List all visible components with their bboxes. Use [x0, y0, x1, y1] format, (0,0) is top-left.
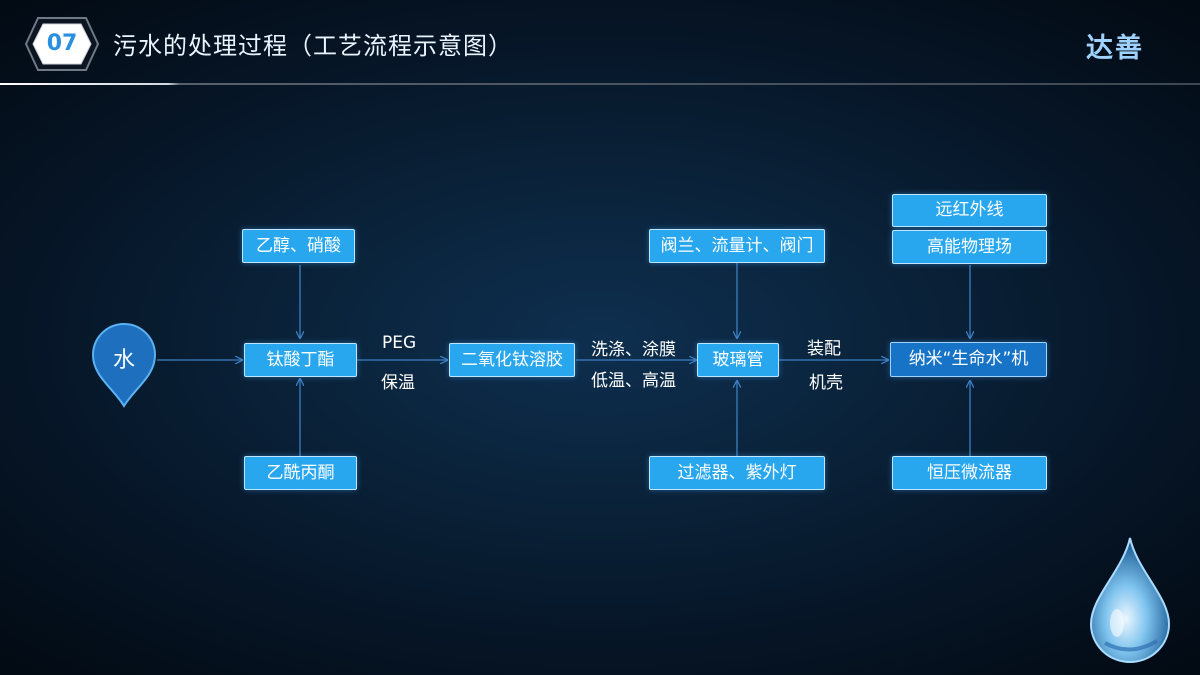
edge-label-assemble: 装配: [807, 339, 841, 359]
acetylacetone-box: 乙酰丙酮: [244, 456, 357, 490]
filter-uv-box: 过滤器、紫外灯: [649, 456, 825, 490]
titanate-box: 钛酸丁酯: [244, 343, 357, 377]
header-divider: [0, 83, 1200, 85]
edge-label-peg: PEG: [382, 333, 417, 353]
edge-label-keep-warm: 保温: [381, 373, 415, 393]
water-drop-logo-icon: [1089, 537, 1171, 663]
water-label: 水: [112, 348, 135, 373]
section-number-badge: 07: [24, 16, 100, 72]
slide-header: 07 污水的处理过程（工艺流程示意图） 达善: [0, 0, 1200, 86]
brand-name: 达善: [1086, 33, 1144, 64]
tio2-sol-box: 二氧化钛溶胶: [449, 343, 575, 377]
edge-label-wash-coat: 洗涤、涂膜: [591, 340, 676, 360]
valves-box: 阀兰、流量计、阀门: [649, 229, 825, 263]
high-energy-field-box: 高能物理场: [892, 230, 1047, 264]
edge-label-casing: 机壳: [809, 373, 843, 393]
micro-flow-box: 恒压微流器: [892, 456, 1047, 490]
ethanol-nitric-box: 乙醇、硝酸: [242, 229, 355, 263]
decorative-water-drop: [1085, 535, 1175, 665]
water-drop-node: 水: [91, 322, 157, 408]
page-title: 污水的处理过程（工艺流程示意图）: [113, 32, 513, 60]
hexagon-icon: [24, 17, 100, 71]
water-drop-icon: [91, 323, 157, 408]
section-number: 07: [46, 31, 78, 56]
nano-machine-box: 纳米“生命水”机: [890, 342, 1047, 377]
edge-label-low-high-temp: 低温、高温: [591, 371, 676, 391]
glass-tube-box: 玻璃管: [697, 343, 779, 377]
far-infrared-box: 远红外线: [892, 194, 1047, 227]
